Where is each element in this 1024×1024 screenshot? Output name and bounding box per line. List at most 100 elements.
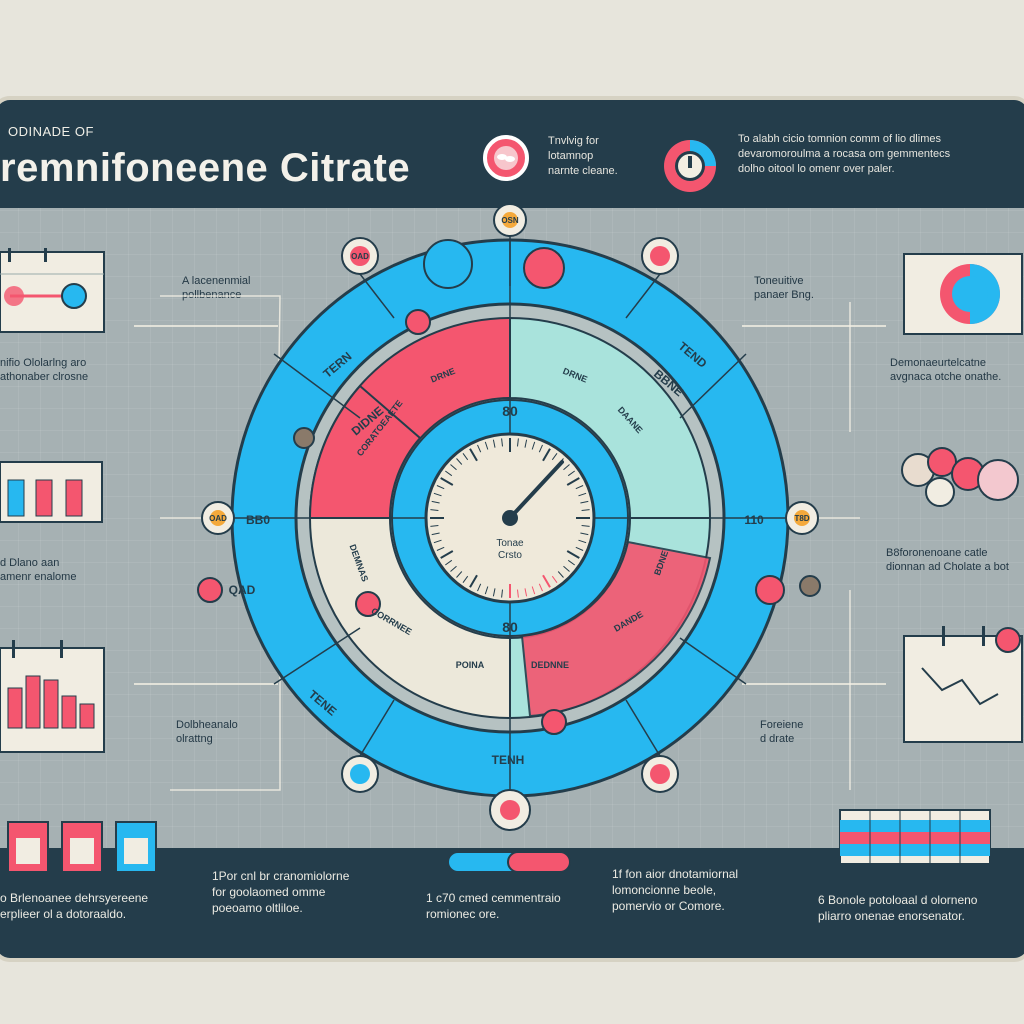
gauge-needle — [508, 460, 564, 520]
gauge-label-line-2: Crsto — [498, 550, 522, 561]
left-block-4: Dolbheanalo olrattng — [176, 719, 238, 745]
gauge-tick — [524, 588, 528, 597]
left-block-1-text: A lacenenmial pollbenance — [182, 275, 251, 301]
gauge-tick — [551, 453, 558, 461]
outer-ring-label-5: 110 — [744, 513, 764, 527]
gauge-tick — [542, 448, 551, 462]
left-block-2: nifio Ololarlng aro athonaber clrosne — [0, 357, 89, 383]
title-kicker: ODINADE OF — [8, 124, 94, 139]
gauge-tick — [575, 546, 584, 551]
gauge-tick — [563, 565, 570, 572]
footer-col-2: 1Por cnl br cranomiolorne for goolaomed … — [212, 869, 350, 915]
gauge-tick — [431, 532, 440, 536]
gauge-tick — [484, 586, 489, 595]
gauge-tick — [436, 485, 445, 490]
gauge-tick — [430, 525, 439, 527]
footer-col-1: o Brlenoanee dehrsyereene erplieer ol a … — [0, 891, 149, 921]
outer-ring-label-3: TENH — [492, 753, 525, 767]
gauge-tick — [567, 559, 575, 566]
footer-col-4: 1f fon aior dnotamiornal lomoncionne beo… — [612, 867, 739, 913]
donut-card-icon — [903, 253, 1023, 335]
gauge-tick — [517, 589, 519, 598]
dial-nodes — [197, 203, 821, 831]
gauge-tick — [436, 546, 445, 551]
gauge-tick — [450, 464, 457, 471]
bar-calendar-icon — [0, 640, 105, 753]
cycle-dial: DIDNE BB0 TENE TENH TEND 110 TERN BBNE D… — [134, 203, 886, 831]
gauge-tick — [469, 448, 478, 462]
stacked-table-icon — [839, 809, 991, 865]
gauge-tick — [581, 525, 590, 527]
gauge-tick — [578, 539, 587, 544]
gauge-tick — [450, 565, 457, 572]
capsule-icon — [447, 851, 571, 873]
node-label-2: OAD — [209, 514, 227, 523]
node-label-3: T8D — [794, 514, 809, 523]
gauge-tick — [431, 500, 440, 504]
line-chart-card-icon — [903, 626, 1023, 743]
vial-bottles-icon — [7, 821, 157, 873]
inner-ring-top-value: 80 — [502, 403, 518, 419]
gauge-tick — [477, 583, 482, 592]
gauge-tick — [542, 574, 551, 588]
gauge-tick — [445, 470, 453, 477]
gauge-tick — [557, 571, 564, 578]
gauge-tick — [433, 539, 442, 544]
segment-cream-bottom-left — [308, 517, 511, 720]
middle-ring-label-7: DEDNNE — [531, 660, 569, 670]
gauge-tick — [551, 575, 558, 583]
pill-cluster-icon — [901, 447, 1019, 507]
left-block-3: d Dlano aan amenr enalome — [0, 557, 77, 583]
footer-col-5: 6 Bonole potoloaal d olorneno pliarro on… — [818, 893, 978, 923]
footer-col-3: 1 c70 cmed cemmentraio romionec ore. — [426, 891, 561, 921]
header-note-b: To alabh cicio tomnion comm of lio dlime… — [738, 133, 951, 175]
right-block-2: Demonaeurtelcatne avgnaca otche onathe. — [890, 357, 1002, 383]
node-label-0: OSN — [501, 216, 519, 225]
gauge-tick — [531, 586, 536, 595]
gauge-tick — [531, 441, 536, 450]
gauge-tick — [566, 477, 580, 486]
gauge-tick — [501, 438, 503, 447]
gauge-tick — [477, 444, 482, 453]
gauge-tick — [581, 509, 590, 511]
gauge-tick — [538, 444, 543, 453]
gauge-tick — [445, 559, 453, 566]
gauge-tick — [456, 571, 463, 578]
gauge-tick — [484, 441, 489, 450]
node-label-4: QAD — [229, 583, 256, 597]
gauge-tick — [469, 574, 478, 588]
gauge-tick — [492, 588, 496, 597]
header-note-a: Tnvlvig for lotamnop narnte cleane. — [548, 135, 618, 177]
gauge-tick — [430, 509, 439, 511]
middle-ring-label-6: POINA — [456, 660, 485, 670]
gauge-tick — [501, 589, 503, 598]
page-title: remnifoneene Citrate — [0, 146, 411, 190]
gauge-tick — [563, 464, 570, 471]
gauge-tick — [456, 458, 463, 465]
gauge-tick — [524, 439, 528, 448]
right-block-1: Toneuitive panaer Bng. — [754, 275, 814, 301]
gauge-tick — [578, 492, 587, 497]
gauge-tick — [566, 550, 580, 559]
gauge-tick — [492, 439, 496, 448]
gauge-tick — [567, 470, 575, 477]
node-label-1: OAD — [351, 252, 369, 261]
gauge-tick — [580, 500, 589, 504]
right-block-4: Foreiene d drate — [760, 719, 804, 745]
gauge-tick — [517, 438, 519, 447]
gauge-tick — [440, 477, 454, 486]
gauge-tick — [462, 453, 469, 461]
pill-icon — [483, 135, 529, 181]
vials-chart-icon — [0, 461, 103, 523]
right-block-3: B8foronenoane catle dionnan ad Cholate a… — [886, 547, 1009, 573]
calendar-chart-icon — [0, 248, 105, 333]
outer-ring-label-1: BB0 — [246, 513, 270, 527]
gauge-tick — [580, 532, 589, 536]
gauge-tick — [440, 550, 454, 559]
gauge-label-line-1: Tonae — [496, 538, 524, 549]
gauge-tick — [462, 575, 469, 583]
segment-mint-top-right — [509, 316, 712, 519]
gauge-tick — [575, 485, 584, 490]
gauge-tick — [538, 583, 543, 592]
donut-icon — [664, 140, 716, 192]
